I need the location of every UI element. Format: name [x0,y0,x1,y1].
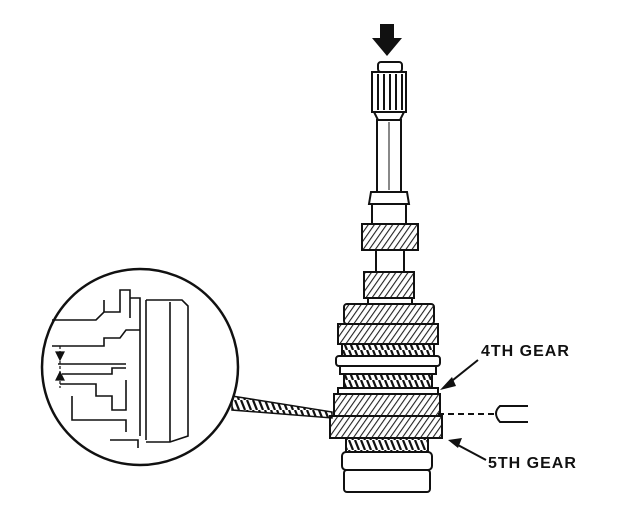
label-4th-gear: 4TH GEAR [481,343,570,360]
gear-4th-assembly [335,303,441,395]
shaft-spline [371,61,407,113]
mid-gear [363,271,415,305]
label-5th-gear: 5TH GEAR [488,455,577,472]
arrow-down-icon [372,24,402,56]
upper-gear [361,223,419,273]
detail-pointer [231,395,333,419]
gear-5th-assembly [329,393,443,493]
leader-4th [440,359,479,390]
mainshaft [367,111,411,225]
detail-view [40,267,240,467]
feeler-gauge [438,405,528,423]
leader-5th [448,438,487,461]
